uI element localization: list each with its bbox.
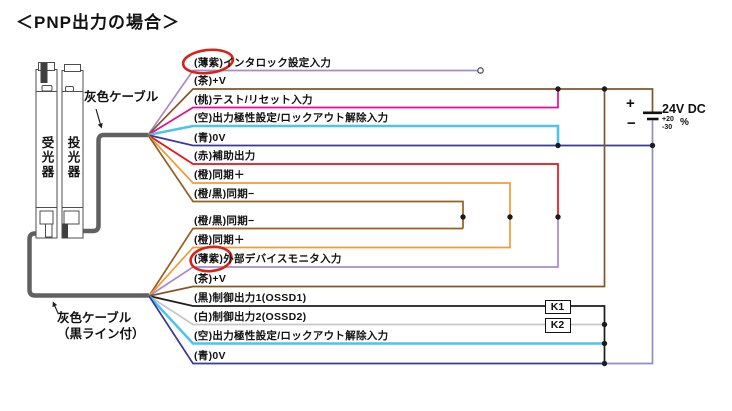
annotation-circle-edm [189, 245, 233, 273]
wire-test-reset-line [147, 89, 559, 136]
wire-interlock-line [147, 69, 478, 136]
junction-dot [649, 142, 656, 149]
gray-cable-top [77, 132, 148, 234]
junction-dot [601, 360, 608, 367]
wire-label-ossd2: (白)制御出力2(OSSD2) [194, 310, 307, 323]
dc-minus-bus-line [604, 120, 654, 365]
wire-polarity-bottom-line [148, 295, 605, 345]
junction-dot [555, 142, 561, 149]
power-percent-sign: % [680, 117, 689, 128]
emitter-device-drawing [61, 64, 84, 239]
cable-label-arrow-bottom [52, 301, 59, 314]
wire-plus-v-top-line [147, 88, 654, 136]
junction-dot [460, 214, 466, 220]
gray-cable-top-label: 灰色ケーブル [84, 90, 159, 104]
junction-dot [601, 340, 608, 347]
wire-label-test-reset: (桃)テスト/リセット入力 [194, 93, 313, 106]
relay-k2-box: K2 [544, 317, 571, 333]
junction-dots [460, 86, 656, 367]
junction-dot [507, 214, 513, 220]
wire-zero-v-top-line [147, 134, 653, 147]
junction-dot [601, 321, 608, 328]
open-terminal-circle [477, 67, 484, 74]
wire-edm-line [148, 217, 559, 297]
junction-dot [555, 86, 561, 92]
wire-ossd1-line [148, 295, 606, 364]
wire-label-zero-v-bottom: (青)0V [194, 349, 226, 362]
cable-label-arrow-top [95, 108, 103, 129]
diagram-title: ＜PNP出力の場合＞ [16, 13, 180, 32]
wire-label-edm-input: (薄紫)外部デバイスモニタ入力 [194, 253, 342, 265]
wire-zero-v-bottom-line [148, 295, 605, 365]
receiver-label: 受光器 [39, 136, 54, 180]
receiver-device-drawing [35, 62, 58, 239]
wire-label-sync-minus-bottom: (橙/黒)同期− [194, 214, 255, 227]
wire-label-plus-v-bottom: (茶)+V [194, 272, 227, 285]
gray-cable-bottom-label-line1: 灰色ケーブル [57, 311, 132, 325]
wire-label-zero-v-top: (青)0V [194, 131, 226, 144]
wire-label-interlock: (薄紫)インタロック設定入力 [194, 56, 332, 69]
annotation-circle-interlock [181, 48, 235, 75]
power-plus-sign: + [626, 95, 635, 112]
wire-aux-output-line [147, 134, 559, 217]
wire-label-aux-output: (赤)補助出力 [194, 150, 256, 162]
wire-label-sync-minus-top: (橙/黒)同期− [194, 187, 255, 200]
wire-label-sync-plus-bottom: (橙)同期＋ [194, 233, 245, 246]
power-voltage-label: 24V DC [662, 102, 706, 116]
junction-dot [555, 214, 561, 220]
wire-label-polarity-bottom: (空)出力極性設定/ロックアウト解除入力 [194, 329, 389, 342]
wire-label-sync-plus-top: (橙)同期＋ [194, 169, 245, 181]
gray-cable-bottom [27, 231, 149, 298]
wire-label-plus-v-top: (茶)+V [194, 75, 227, 87]
gray-cable-bottom-label: 灰色ケーブル （黒ライン付） [57, 311, 145, 342]
receiver-top-connector-dark [40, 63, 48, 83]
gray-cable-bottom-label-line2: （黒ライン付） [57, 326, 145, 341]
wire-label-ossd1: (黒)制御出力1(OSSD1) [194, 292, 307, 304]
emitter-bottom-connector-dark [62, 223, 68, 239]
wire-plus-v-bottom-line [148, 89, 606, 297]
wire-sync-minus-bottom-line [148, 227, 463, 297]
emitter-label: 投光器 [65, 136, 80, 180]
wire-label-polarity-top: (空)出力極性設定/ロックアウト解除入力 [194, 112, 389, 124]
wire-sync-plus-top-line [147, 134, 511, 217]
wire-ossd2-line [148, 295, 605, 326]
relay-k1-box: K1 [544, 299, 571, 314]
power-tolerance-plus: +20 [662, 116, 674, 123]
wire-polarity-top-line [147, 124, 560, 146]
power-tolerance-minus: -30 [662, 123, 673, 131]
power-minus-sign: − [627, 115, 636, 132]
wire-sync-plus-bottom-line [148, 217, 511, 297]
junction-dot [601, 86, 608, 92]
